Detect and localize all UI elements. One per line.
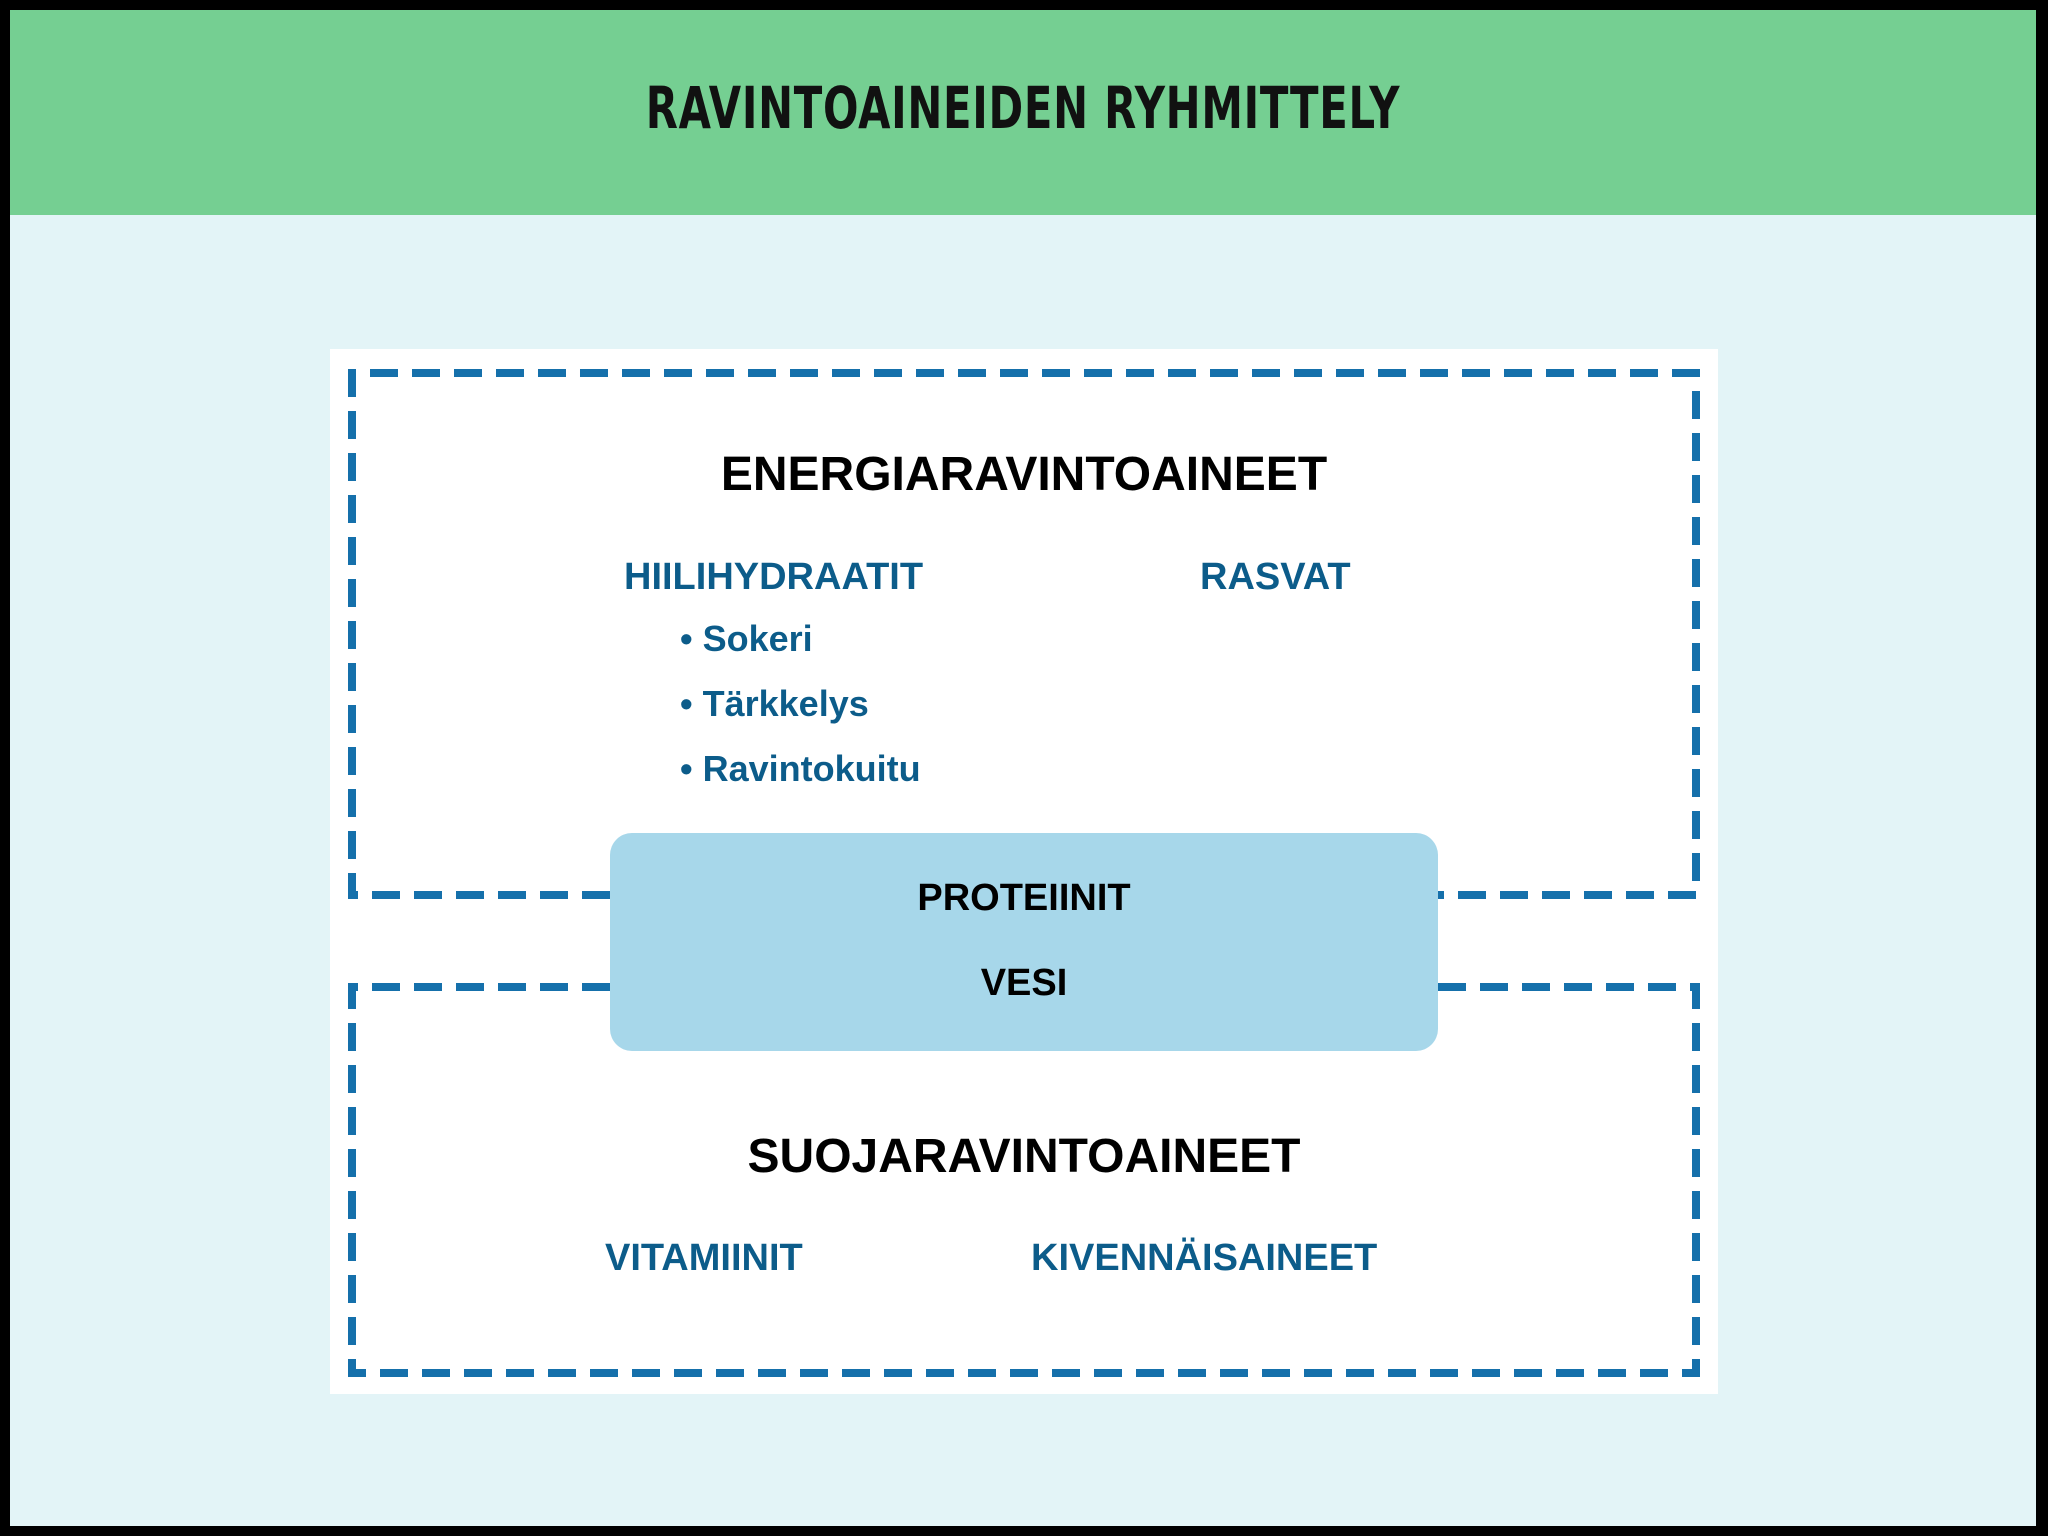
proteins-label: PROTEIINIT [917, 877, 1131, 919]
energy-group-title: ENERGIARAVINTOAINEET [720, 448, 1328, 501]
page-title: RAVINTOAINEIDEN RYHMITTELY [645, 74, 1401, 142]
diagram-canvas: RAVINTOAINEIDEN RYHMITTELY ENERGIARAVINT… [10, 10, 2036, 1526]
water-label: VESI [980, 962, 1068, 1004]
nutrient-panel: ENERGIARAVINTOAINEET HIILIHYDRAATIT RASV… [330, 349, 1718, 1394]
list-item: • Tärkkelys [680, 683, 869, 724]
protective-group-title: SUOJARAVINTOAINEET [747, 1130, 1301, 1183]
group-borders [348, 369, 1700, 1377]
energy-group-border [348, 369, 1700, 899]
header-banner: RAVINTOAINEIDEN RYHMITTELY [10, 10, 2036, 215]
shared-nutrients-box: PROTEIINIT VESI [610, 833, 1438, 1051]
protective-group-border [348, 983, 1700, 1377]
vitamins-label: VITAMIINIT [605, 1237, 803, 1279]
list-item: • Ravintokuitu [680, 748, 921, 789]
carbohydrates-label: HIILIHYDRAATIT [624, 556, 924, 598]
list-item: • Sokeri [680, 618, 813, 659]
fats-label: RASVAT [1200, 556, 1351, 598]
minerals-label: KIVENNÄISAINEET [1031, 1237, 1378, 1279]
